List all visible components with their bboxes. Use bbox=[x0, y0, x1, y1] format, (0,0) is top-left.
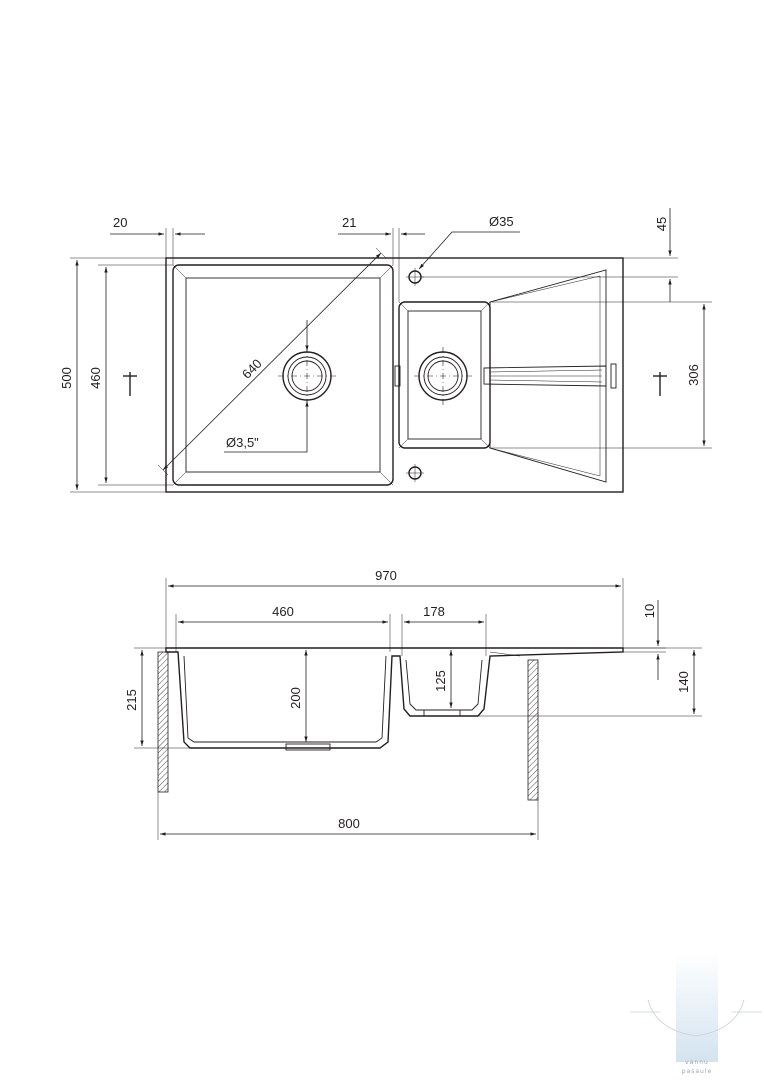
label-small-bowl-width: 178 bbox=[423, 604, 445, 619]
label-small-bowl-height: 125 bbox=[433, 670, 448, 692]
watermark-text-1: vannu bbox=[685, 1059, 709, 1066]
dimension-diagonal: 640 bbox=[157, 247, 387, 476]
dimension-small-bowl-height: 125 bbox=[433, 650, 453, 708]
dimension-divider: 21 bbox=[338, 215, 425, 302]
dimension-main-bowl-depth: 200 bbox=[288, 650, 308, 742]
tap-hole-bottom bbox=[406, 464, 424, 482]
dimension-small-bowl-width: 178 bbox=[401, 604, 487, 656]
cabinet-wall-left bbox=[157, 651, 169, 793]
label-bowl-depth: 460 bbox=[88, 367, 103, 389]
label-rim-thickness: 10 bbox=[642, 604, 657, 618]
label-outer-depth: 500 bbox=[59, 367, 74, 389]
label-small-bowl-depth: 306 bbox=[686, 364, 701, 386]
label-drainer-depth: 140 bbox=[676, 671, 691, 693]
dimension-drainer-depth: 140 bbox=[478, 647, 702, 717]
watermark-logo: vannu pasaule bbox=[630, 952, 762, 1075]
section-mark-left bbox=[123, 372, 137, 396]
dimension-bowl-depth: 460 bbox=[88, 264, 173, 486]
watermark-text-2: pasaule bbox=[682, 1068, 712, 1075]
sink-outline bbox=[165, 257, 624, 493]
label-cabinet-width: 800 bbox=[338, 816, 360, 831]
cabinet-wall-right bbox=[527, 659, 539, 801]
dimension-side-depth: 215 bbox=[124, 647, 190, 749]
dimension-left-margin: 20 bbox=[110, 215, 205, 265]
overflow-slot bbox=[394, 365, 401, 387]
dimension-tap-hole: Ø35 bbox=[418, 214, 520, 270]
label-left-margin: 20 bbox=[113, 215, 127, 230]
dimension-main-bowl-width: 460 bbox=[175, 604, 391, 652]
label-side-depth: 215 bbox=[124, 689, 139, 711]
section-mark-right bbox=[653, 372, 667, 396]
dimension-rim-thickness: 10 bbox=[623, 600, 666, 680]
label-main-bowl-depth: 200 bbox=[288, 687, 303, 709]
sink-profile bbox=[165, 647, 624, 751]
dimension-small-bowl-depth: 306 bbox=[490, 301, 712, 449]
dimension-overall-width: 970 bbox=[165, 568, 624, 648]
plan-view: 640 Ø3,5" 20 21 Ø35 bbox=[59, 208, 712, 493]
dimension-waste: Ø3,5" bbox=[224, 320, 309, 453]
small-waste bbox=[414, 347, 472, 405]
drainer-board bbox=[483, 269, 617, 483]
label-divider: 21 bbox=[342, 215, 356, 230]
label-overall-width: 970 bbox=[375, 568, 397, 583]
label-main-bowl-width: 460 bbox=[272, 604, 294, 619]
label-tap-offset: 45 bbox=[654, 217, 669, 231]
dimension-cabinet-width: 800 bbox=[157, 792, 539, 840]
section-view: 970 460 178 10 200 bbox=[124, 568, 702, 840]
label-tap-hole: Ø35 bbox=[489, 214, 514, 229]
dimension-outer-depth: 500 bbox=[59, 257, 166, 493]
dimension-tap-offset: 45 bbox=[421, 208, 678, 302]
label-diagonal: 640 bbox=[239, 356, 265, 382]
main-waste bbox=[278, 347, 336, 405]
label-waste: Ø3,5" bbox=[226, 435, 259, 450]
small-bowl bbox=[398, 301, 491, 449]
